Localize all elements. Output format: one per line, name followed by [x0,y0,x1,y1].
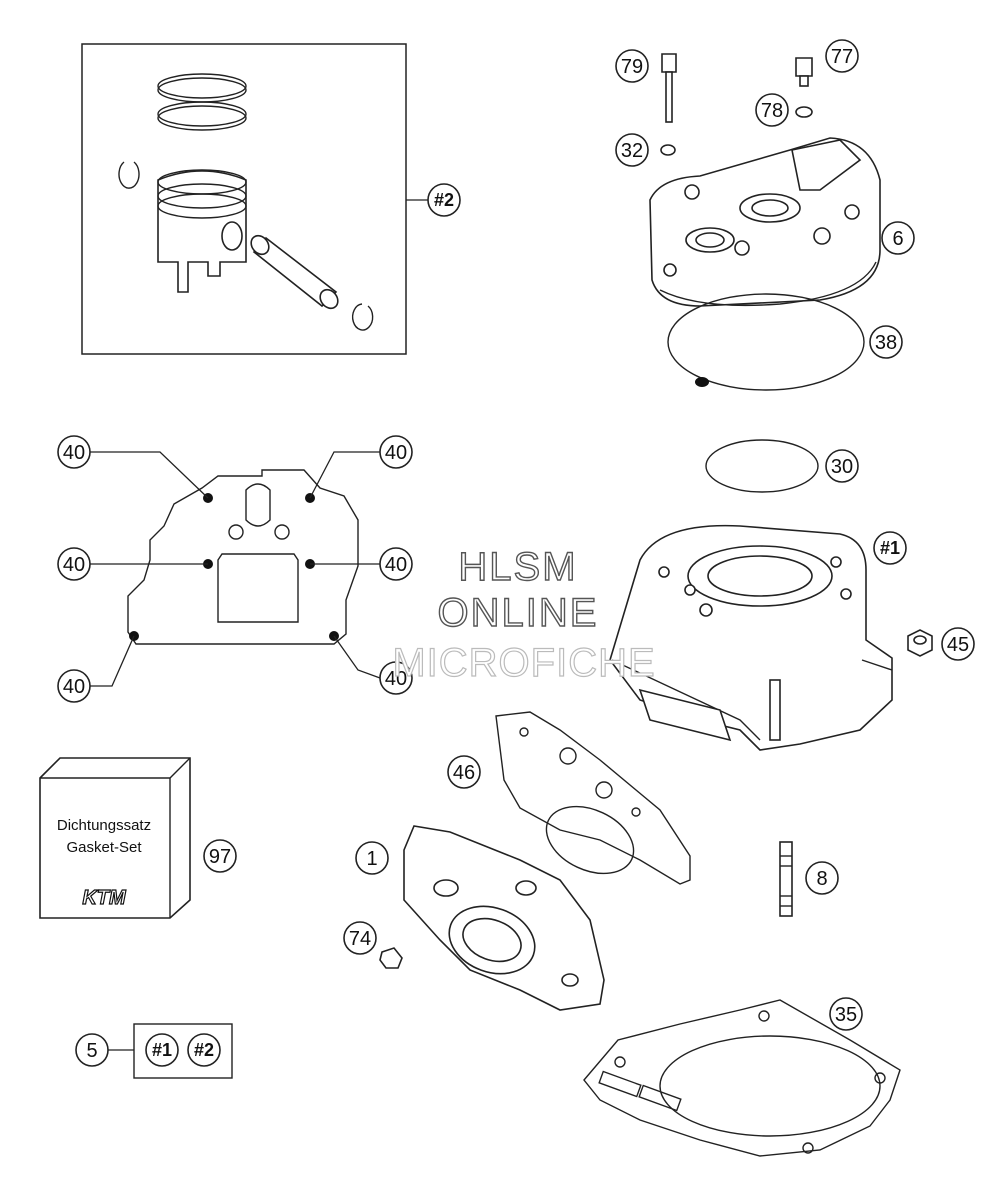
callout-35-label: 35 [835,1004,857,1026]
callout-cylinder[interactable]: #1 [873,531,907,565]
callout-79-label: 79 [621,56,643,78]
nut-45 [907,629,933,657]
set-5-member-piston[interactable]: #2 [187,1033,221,1067]
callout-8-label: 8 [816,868,827,890]
watermark: HLSM ONLINE MICROFICHE [392,544,656,685]
callout-46-label: 46 [453,762,475,784]
callout-piston-kit[interactable]: #2 [427,183,461,217]
callout-40-bottom-left[interactable]: 40 [57,669,91,703]
callout-40-top-left[interactable]: 40 [57,435,91,469]
callout-38-label: 38 [875,332,897,354]
circlip-right [351,303,374,331]
callout-35[interactable]: 35 [829,997,863,1031]
gasket-40 [90,451,381,687]
callout-32-label: 32 [621,140,643,162]
callout-45-label: 45 [947,634,969,656]
callout-30-label: 30 [831,456,853,478]
callout-40-top-right[interactable]: 40 [379,435,413,469]
callout-46[interactable]: 46 [447,755,481,789]
piston-kit-frame [81,43,407,355]
callout-32[interactable]: 32 [615,133,649,167]
stud-8 [779,841,793,917]
o-ring-38 [667,293,865,391]
washer-32 [660,144,676,156]
piston-ring-upper [157,73,247,99]
piston-pin [250,234,339,310]
set-5 [108,1023,233,1079]
piston-kit-group [81,43,428,355]
piston [157,169,247,293]
set-5-frame [133,1023,233,1079]
callout-40-bottom-right[interactable]: 40 [379,661,413,695]
intake-flange [403,825,605,1011]
callout-5[interactable]: 5 [75,1033,109,1067]
callout-cylinder-label: #1 [880,538,900,558]
callout-5-label: 5 [86,1040,97,1062]
callout-1[interactable]: 1 [355,841,389,875]
screw-79 [661,53,677,123]
callout-38[interactable]: 38 [869,325,903,359]
callout-97[interactable]: 97 [203,839,237,873]
gasket-set-line1: Dichtungssatz [57,817,151,834]
set-5-member-cylinder-label: #1 [152,1040,172,1060]
callout-77-label: 77 [831,46,853,68]
callout-piston-kit-label: #2 [434,190,454,210]
callout-40-bottom-left-label: 40 [63,676,85,698]
callout-78-label: 78 [761,100,783,122]
callout-6-label: 6 [892,228,903,250]
watermark-line2: ONLINE [438,591,599,635]
callout-40-bottom-right-label: 40 [385,668,407,690]
ktm-logo: KTM [82,887,127,909]
nut-74 [379,947,403,969]
callout-40-top-left-label: 40 [63,442,85,464]
watermark-line1: HLSM [458,545,577,589]
callout-97-label: 97 [209,846,231,868]
callout-40-mid-right-label: 40 [385,554,407,576]
callout-77[interactable]: 77 [825,39,859,73]
callout-40-mid-left[interactable]: 40 [57,547,91,581]
callout-6[interactable]: 6 [881,221,915,255]
callout-40-mid-right[interactable]: 40 [379,547,413,581]
callout-74[interactable]: 74 [343,921,377,955]
callout-74-label: 74 [349,928,371,950]
cylinder [609,524,893,751]
callout-40-mid-left-label: 40 [63,554,85,576]
o-ring-30 [705,439,819,493]
piston-ring-lower [157,101,247,127]
callout-79[interactable]: 79 [615,49,649,83]
gasket-46 [495,711,691,885]
callout-30[interactable]: 30 [825,449,859,483]
callout-45[interactable]: 45 [941,627,975,661]
gasket-set-box: Dichtungssatz Gasket-Set KTM [39,757,191,919]
base-gasket-35 [583,999,901,1157]
watermark-line3: MICROFICHE [392,641,655,685]
set-5-member-piston-label: #2 [194,1040,214,1060]
circlip-left [118,161,140,189]
callout-1-label: 1 [366,848,377,870]
washer-78 [795,106,813,118]
set-5-member-cylinder[interactable]: #1 [145,1033,179,1067]
gasket-set-line2: Gasket-Set [66,839,142,856]
callout-8[interactable]: 8 [805,861,839,895]
cylinder-head [649,137,881,307]
screw-77 [795,57,813,87]
callout-40-top-right-label: 40 [385,442,407,464]
callout-78[interactable]: 78 [755,93,789,127]
